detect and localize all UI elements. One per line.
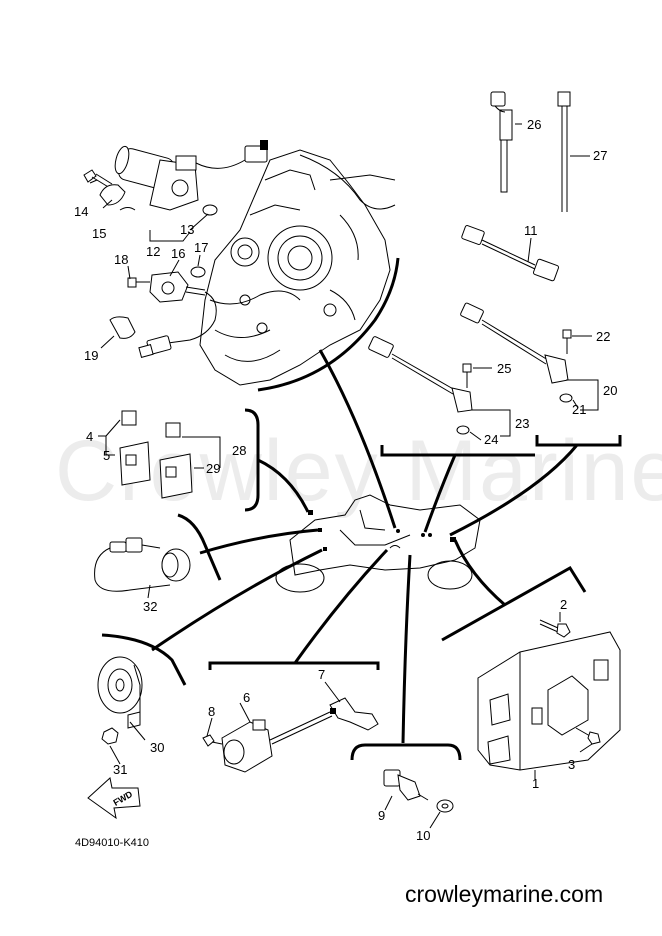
callout-17: 17 <box>194 240 208 255</box>
callout-21: 21 <box>572 402 586 417</box>
actuator-motor-part-12 <box>114 140 268 211</box>
horn-bracket <box>101 633 187 686</box>
callout-9: 9 <box>378 808 385 823</box>
website-label: crowleymarine.com <box>405 881 603 907</box>
gasket-part-13 <box>202 204 218 216</box>
callout-30: 30 <box>150 740 164 755</box>
callout-13: 13 <box>180 222 194 237</box>
callout-1: 1 <box>532 776 539 791</box>
bolt-part-3 <box>575 727 601 745</box>
sensor-assembly-part-20 <box>460 302 573 403</box>
leader-coil <box>293 548 389 664</box>
clamp-part-19 <box>109 316 136 339</box>
bolt-part-8 <box>202 734 223 747</box>
engine-block-illustration <box>199 149 396 386</box>
screw-part-18 <box>127 277 150 288</box>
sensor-part-9 <box>383 769 429 801</box>
cable-tie-part-27 <box>557 91 571 212</box>
leader-horn <box>151 548 323 652</box>
callout-6: 6 <box>243 690 250 705</box>
engine-group-bracket <box>257 257 400 392</box>
nut-part-31 <box>101 727 119 745</box>
callout-3: 3 <box>568 757 575 772</box>
washer-part-10 <box>436 799 454 813</box>
sensor-part-32 <box>94 537 191 592</box>
callout-15: 15 <box>92 226 106 241</box>
forward-direction-arrow: FWD <box>87 777 141 820</box>
callout-22: 22 <box>596 329 610 344</box>
leader-engine <box>318 349 397 529</box>
callout-20: 20 <box>603 383 617 398</box>
callout-11: 11 <box>524 223 538 238</box>
callout-28: 28 <box>232 443 246 458</box>
harness-part-11 <box>461 225 560 282</box>
connector-plug <box>138 335 172 358</box>
callout-16: 16 <box>171 246 185 261</box>
relay-part-4 <box>121 410 181 438</box>
part-32-bracket <box>177 513 222 581</box>
coil-bracket <box>208 661 380 670</box>
callout-26: 26 <box>527 117 541 132</box>
callout-23: 23 <box>515 416 529 431</box>
callout-5: 5 <box>103 448 110 463</box>
bolt-part-2 <box>539 619 571 638</box>
sensor-group-bracket-23 <box>380 445 535 457</box>
ecu-bracket <box>441 565 587 642</box>
callout-27: 27 <box>593 148 607 163</box>
leader-sensor-20 <box>449 444 579 537</box>
callout-leaders <box>89 123 599 829</box>
relay-holder-part-29 <box>159 453 193 499</box>
callout-24: 24 <box>484 432 498 447</box>
diagram-code: 4D94010-K410 <box>75 837 149 849</box>
bolt-part-14 <box>83 169 113 189</box>
spark-plug-cap-part-7 <box>329 697 379 731</box>
callout-numbers: 1 2 3 4 5 6 7 8 9 10 11 12 13 14 15 16 1… <box>74 117 617 843</box>
horn-part-30 <box>97 656 143 729</box>
sensor-assembly-part-23 <box>368 336 473 435</box>
sensor-part-16 <box>149 271 206 303</box>
sensor-group-bracket-20 <box>535 435 622 447</box>
callout-25: 25 <box>497 361 511 376</box>
callout-18: 18 <box>114 252 128 267</box>
relay-holder-part-5 <box>119 441 151 486</box>
cable-tie-part-26 <box>490 91 513 193</box>
watermark: Crowley Marine <box>55 423 662 519</box>
callout-4: 4 <box>86 429 93 444</box>
sensor-9-bracket <box>350 743 462 761</box>
callout-31: 31 <box>113 762 127 777</box>
callout-14: 14 <box>74 204 88 219</box>
leader-ecu <box>453 539 506 607</box>
o-ring-part-17 <box>190 266 206 278</box>
callout-29: 29 <box>206 461 220 476</box>
leader-relays <box>257 458 310 513</box>
callout-2: 2 <box>560 597 567 612</box>
callout-10: 10 <box>416 828 430 843</box>
ignition-coil-part-6 <box>221 711 333 773</box>
callout-32: 32 <box>143 599 157 614</box>
leader-sensor-23 <box>423 454 457 533</box>
callout-19: 19 <box>84 348 98 363</box>
leader-part-32 <box>199 528 319 555</box>
leader-sensor-9 <box>401 554 412 744</box>
ecu-part-1 <box>477 631 621 771</box>
callout-8: 8 <box>208 704 215 719</box>
callout-12: 12 <box>146 244 160 259</box>
callout-7: 7 <box>318 667 325 682</box>
clip-part-15 <box>99 184 126 206</box>
